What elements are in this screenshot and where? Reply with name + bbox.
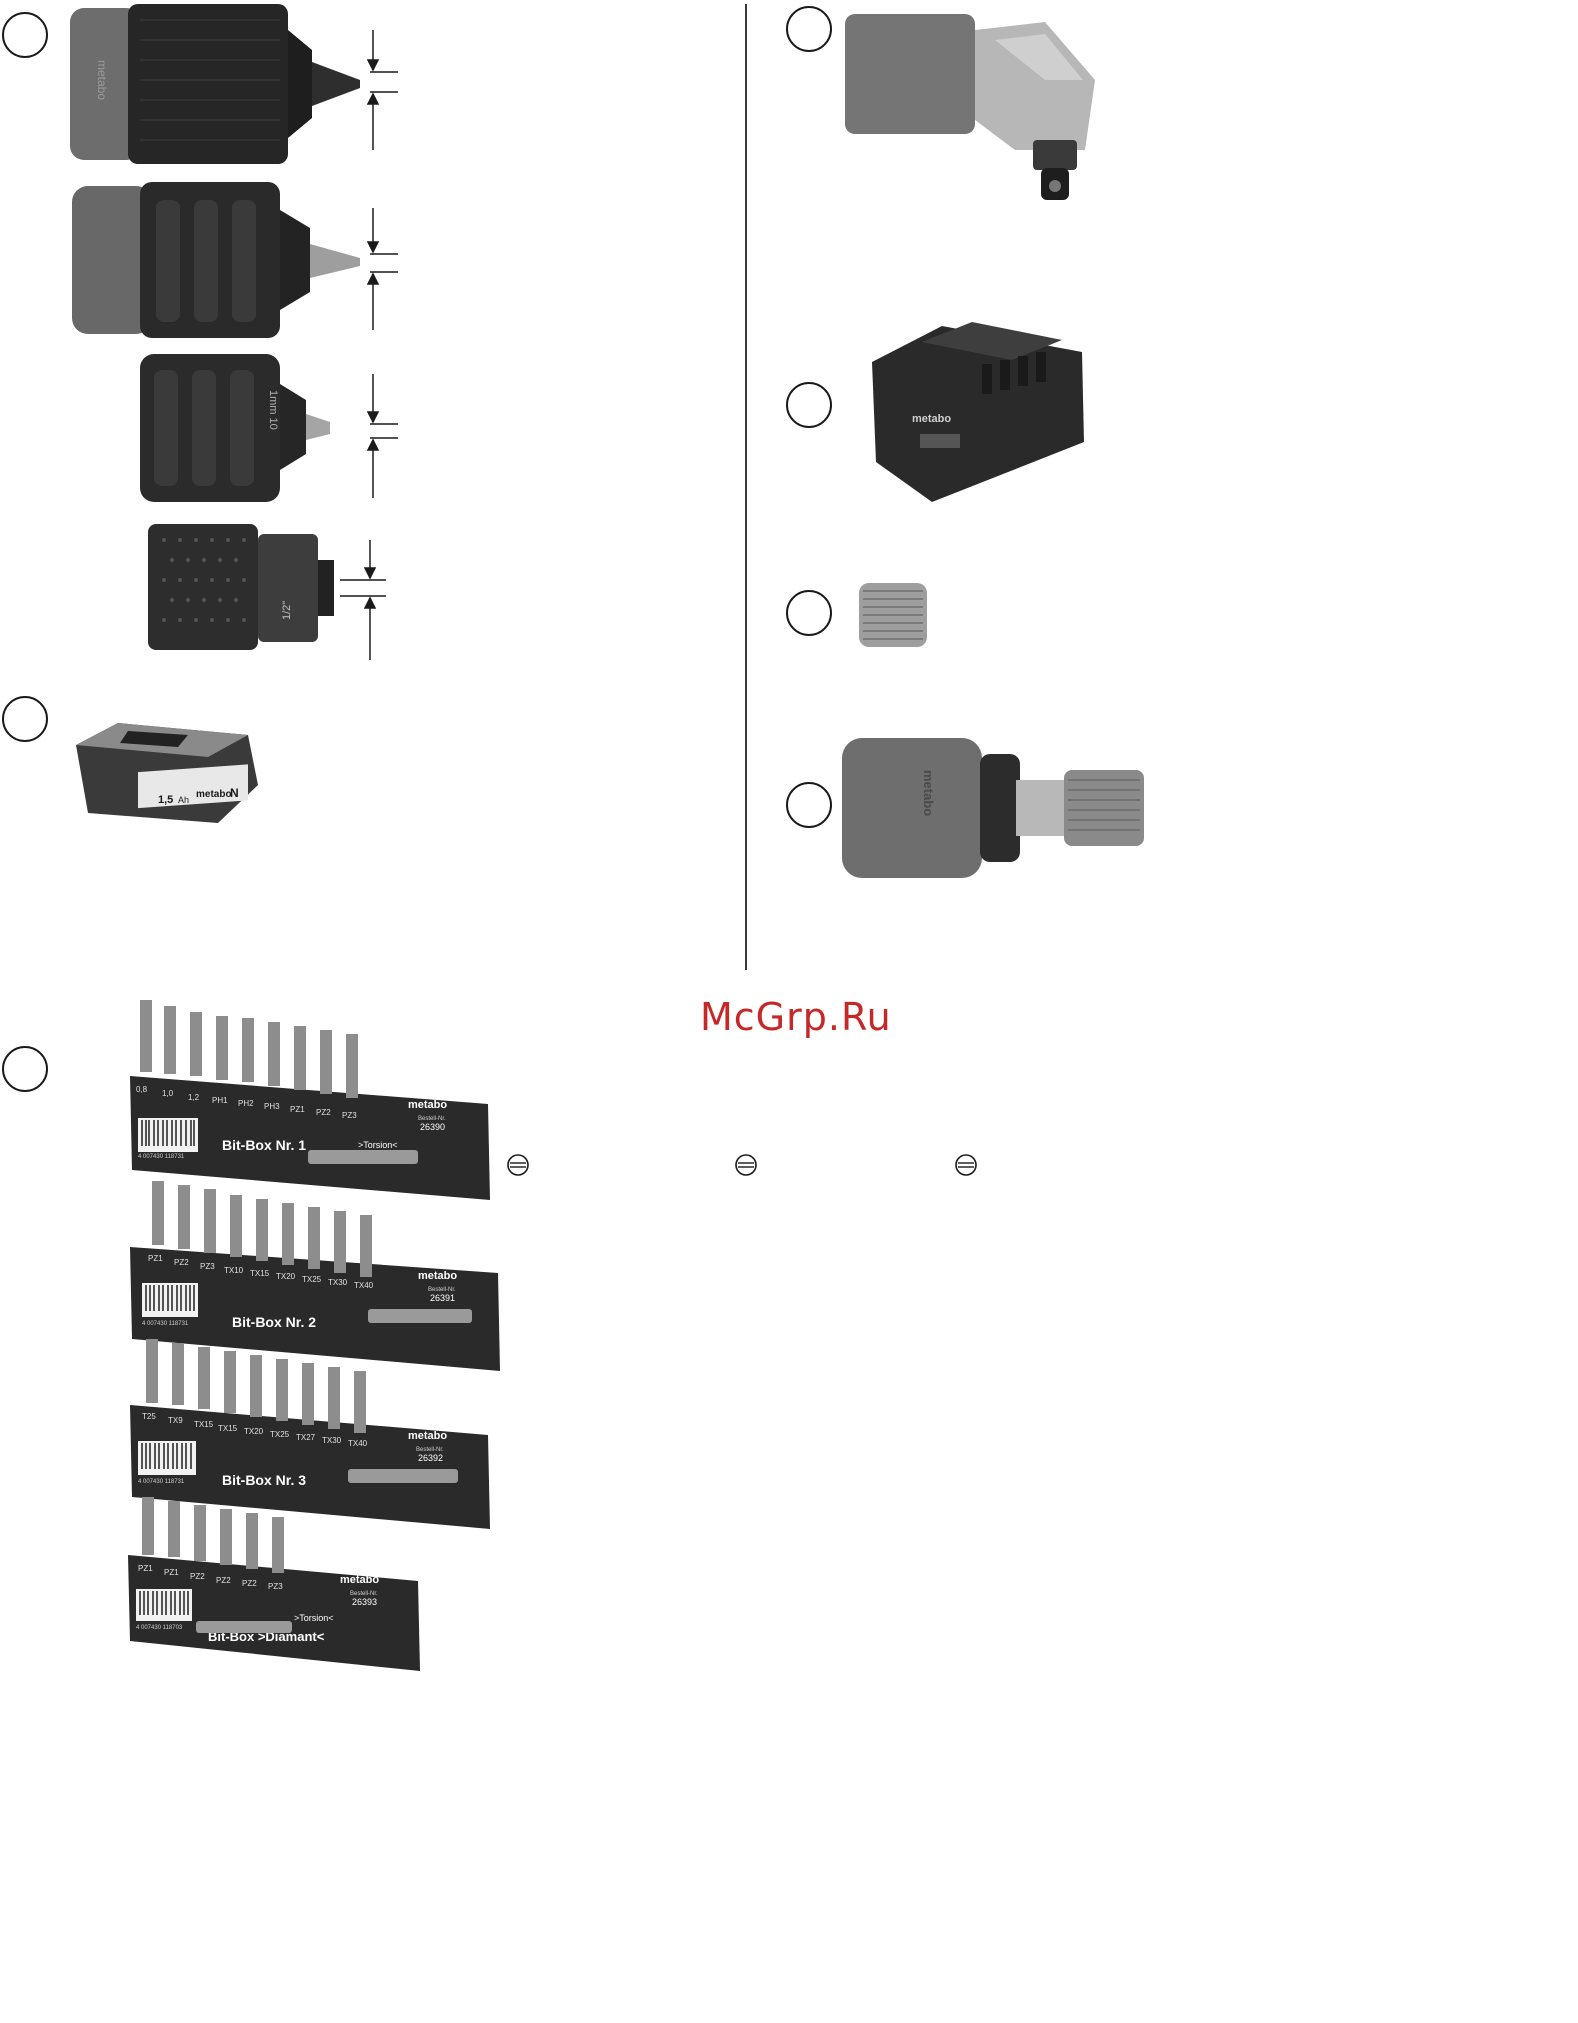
bit-label: TX15 bbox=[194, 1420, 214, 1429]
battery-unit: Ah bbox=[178, 795, 189, 805]
bit-label: 1,2 bbox=[188, 1093, 200, 1102]
battery-charger: metabo bbox=[872, 322, 1084, 502]
slotted-screw-icon bbox=[735, 1154, 757, 1176]
bitbox-title: Bit-Box Nr. 2 bbox=[232, 1314, 316, 1330]
keyless-chuck-3: 1mm 10 bbox=[140, 354, 398, 502]
bit-label: TX25 bbox=[302, 1275, 322, 1284]
bitbox-order-number: 26390 bbox=[420, 1122, 445, 1132]
bit-label: TX25 bbox=[270, 1430, 290, 1439]
bit-label: T25 bbox=[142, 1412, 156, 1421]
quick-change-chuck: 1/2" bbox=[148, 524, 386, 660]
bitbox-order-label: Bestell-Nr. bbox=[350, 1591, 378, 1597]
bit-label: PZ2 bbox=[216, 1576, 231, 1585]
barcode-number: 4 007430 118703 bbox=[136, 1625, 183, 1631]
figure-callout-circle bbox=[2, 12, 48, 58]
battery-pack: 1,5 Ah metabo N bbox=[76, 723, 258, 823]
bit-label: PH1 bbox=[212, 1096, 228, 1105]
battery-brand: metabo bbox=[196, 789, 232, 800]
bitbox-torsion: >Torsion< bbox=[294, 1613, 334, 1623]
bitbox-torsion: >Torsion< bbox=[358, 1140, 398, 1150]
bitbox-brand: metabo bbox=[408, 1430, 447, 1442]
chuck-brand-label: metabo bbox=[95, 60, 109, 100]
bit-label: TX9 bbox=[168, 1416, 183, 1425]
bitbox-brand: metabo bbox=[418, 1270, 457, 1282]
bitbox-title: Bit-Box Nr. 1 bbox=[222, 1137, 306, 1153]
bit-label: TX15 bbox=[250, 1269, 270, 1278]
figure-callout-circle bbox=[786, 782, 832, 828]
charger-brand: metabo bbox=[912, 413, 951, 425]
column-divider bbox=[745, 4, 747, 970]
bit-label: PH2 bbox=[238, 1099, 254, 1108]
figure-callout-circle bbox=[2, 1046, 48, 1092]
barcode-number: 4 007430 118731 bbox=[138, 1479, 185, 1485]
figure-callout-circle bbox=[786, 382, 832, 428]
bit-label: 0,8 bbox=[136, 1085, 148, 1094]
bit-label: PZ2 bbox=[316, 1108, 331, 1117]
chuck-size-label: 1/2" bbox=[281, 601, 293, 620]
slotted-screw-icon bbox=[955, 1154, 977, 1176]
battery-capacity: 1,5 bbox=[158, 794, 173, 806]
bitbox-order-label: Bestell-Nr. bbox=[416, 1447, 444, 1453]
bit-label: PZ2 bbox=[242, 1579, 257, 1588]
bit-box-3: T25 TX9 TX15 TX15 TX20 TX25 TX27 TX30 TX… bbox=[130, 1339, 490, 1529]
bit-label: PZ2 bbox=[174, 1258, 189, 1267]
bitbox-order-label: Bestell-Nr. bbox=[418, 1116, 446, 1122]
figure-callout-circle bbox=[786, 590, 832, 636]
quick-bit-adapter: metabo bbox=[842, 738, 1144, 878]
bit-label: TX30 bbox=[328, 1278, 348, 1287]
bitbox-order-label: Bestell-Nr. bbox=[428, 1287, 456, 1293]
bit-label: TX10 bbox=[224, 1266, 244, 1275]
bit-label: TX40 bbox=[354, 1281, 374, 1290]
bit-box-diamant: PZ1 PZ1 PZ2 PZ2 PZ2 PZ3 4 007430 118703 … bbox=[128, 1497, 420, 1671]
bit-label: PZ3 bbox=[268, 1582, 283, 1591]
figure-callout-circle bbox=[2, 696, 48, 742]
bit-holder-sleeve bbox=[859, 583, 927, 647]
bitbox-brand: metabo bbox=[340, 1574, 379, 1586]
battery-indicator: N bbox=[230, 786, 239, 800]
bit-label: PZ1 bbox=[138, 1564, 153, 1573]
bitbox-title: Bit-Box Nr. 3 bbox=[222, 1472, 306, 1488]
bit-label: PZ1 bbox=[164, 1568, 179, 1577]
bit-label: PH3 bbox=[264, 1102, 280, 1111]
bit-box-2: PZ1 PZ2 PZ3 TX10 TX15 TX20 TX25 TX30 TX4… bbox=[130, 1181, 500, 1371]
bit-label: TX40 bbox=[348, 1439, 368, 1448]
bit-label: PZ1 bbox=[148, 1254, 163, 1263]
barcode-number: 4 007430 118731 bbox=[138, 1154, 185, 1160]
bit-label: PZ1 bbox=[290, 1105, 305, 1114]
bit-label: 1,0 bbox=[162, 1089, 174, 1098]
watermark-text: McGrp.Ru bbox=[700, 995, 892, 1039]
figure-callout-circle bbox=[786, 6, 832, 52]
bit-label: TX20 bbox=[244, 1427, 264, 1436]
slotted-screw-icon bbox=[507, 1154, 529, 1176]
bit-label: PZ3 bbox=[200, 1262, 215, 1271]
barcode-number: 4 007430 118731 bbox=[142, 1321, 189, 1327]
bit-label: PZ3 bbox=[342, 1111, 357, 1120]
bitbox-brand: metabo bbox=[408, 1099, 447, 1111]
bit-label: TX30 bbox=[322, 1436, 342, 1445]
adapter-brand: metabo bbox=[921, 770, 936, 816]
bit-label: TX20 bbox=[276, 1272, 296, 1281]
keyless-chuck-1: metabo bbox=[70, 4, 398, 164]
bit-label: TX15 bbox=[218, 1424, 238, 1433]
bitbox-order-number: 26392 bbox=[418, 1453, 443, 1463]
bit-label: TX27 bbox=[296, 1433, 316, 1442]
bitbox-order-number: 26391 bbox=[430, 1293, 455, 1303]
chuck-size-label: 1mm 10 bbox=[267, 390, 279, 430]
bit-label: PZ2 bbox=[190, 1572, 205, 1581]
bit-box-1: 0,8 1,0 1,2 PH1 PH2 PH3 PZ1 PZ2 PZ3 4 00… bbox=[130, 1000, 490, 1200]
keyless-chuck-2 bbox=[72, 182, 398, 338]
bitbox-order-number: 26393 bbox=[352, 1597, 377, 1607]
angle-attachment bbox=[845, 14, 1095, 200]
